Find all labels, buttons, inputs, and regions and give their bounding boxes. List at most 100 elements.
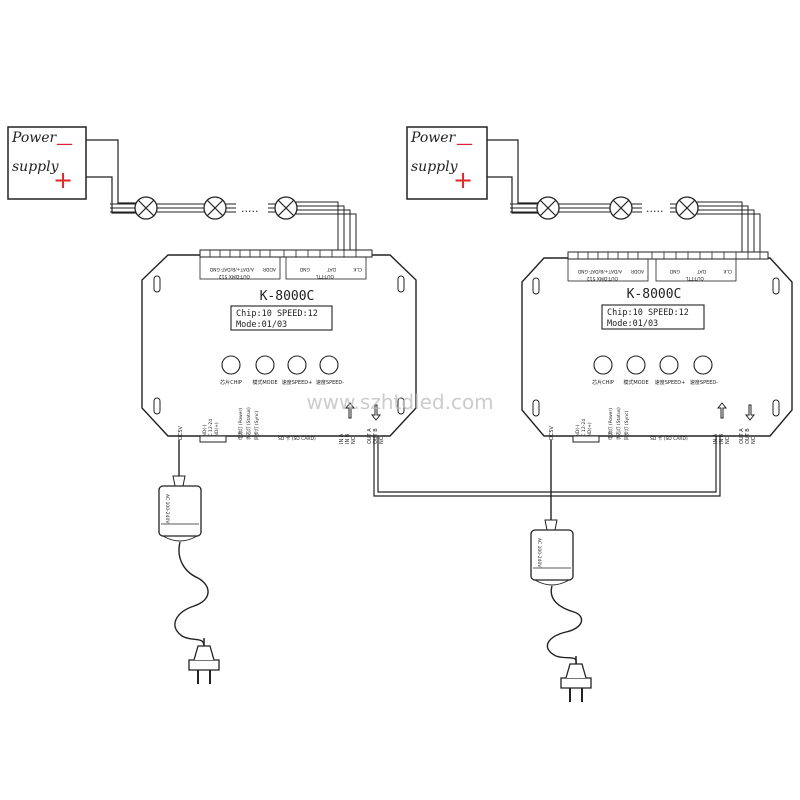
port-label-addr: ADDR [631, 268, 644, 274]
sync-in-nc: NC [725, 436, 731, 444]
led-pixel-icon [134, 196, 158, 220]
left-system: Power supply — + ..... [7, 126, 417, 685]
power-led-label: 电源灯 (Power) [607, 408, 614, 440]
lcd-line-1: Chip:10 SPEED:12 [236, 309, 318, 319]
port-label-gnd2: GND [669, 268, 680, 274]
speed-down-label: 速度SPEED- [690, 379, 718, 386]
led-pixel-icon [274, 196, 298, 220]
controller-left: ADDR A/DAT+/B/DAT- GND OUT-DMX 512 CLK D… [141, 249, 417, 444]
speed-up-label: 速度SPEED+ [655, 379, 686, 386]
led-pixel-icon [536, 196, 560, 220]
chip-button[interactable] [593, 355, 613, 375]
chip-button-label: 芯片CHIP [220, 379, 242, 386]
dc5v-label: DC5V [178, 425, 184, 440]
sync-out-nc: NC [379, 436, 385, 444]
port-label-dat2: DAT [697, 268, 706, 274]
adapter-label: AC 100-240V [536, 538, 542, 568]
pixel-ellipsis: ..... [646, 202, 663, 215]
power-adapter-left: AC 100-240V [158, 440, 220, 685]
port-label-gnd: GND [577, 268, 588, 274]
sync-out-b: OUT B [373, 428, 379, 444]
lcd-line-2: Mode:01/03 [607, 319, 658, 329]
power-supply-right: Power supply — + [406, 126, 488, 200]
watermark: www.szhtdled.com [306, 390, 493, 414]
arrow-up-icon [716, 402, 728, 419]
port-label-clk: CLK [722, 268, 732, 274]
plus-terminal: + [53, 166, 73, 194]
pin-gnd-minus: GND(-) [202, 424, 208, 440]
port-group-dmx: OUT-DMX 512 [219, 273, 250, 279]
sync-in-a: IN A [339, 433, 345, 444]
plug-icon [188, 637, 220, 685]
model-name: K-8000C [627, 287, 682, 302]
port-label-dat: A/DAT+/B/DAT- [588, 268, 622, 274]
sync-out-nc: NC [751, 436, 757, 444]
arrow-down-icon [370, 404, 382, 421]
model-name: K-8000C [260, 289, 315, 304]
plus-terminal: + [453, 166, 473, 194]
pin-gnd-plus: GND(+) [214, 422, 220, 440]
speed-up-label: 速度SPEED+ [282, 379, 313, 386]
sync-led-label: 同步灯 (Sync) [623, 410, 630, 440]
mode-button[interactable] [626, 355, 646, 375]
pixel-bus-left [110, 203, 276, 213]
pin-gnd-plus: GND(+) [587, 422, 593, 440]
pixel-ellipsis: ..... [241, 202, 258, 215]
speed-up-button[interactable] [287, 355, 307, 375]
power-supply-left: Power supply — + [7, 126, 87, 200]
lcd-display [230, 305, 333, 331]
power-supply-label-line1: Power [11, 130, 58, 146]
led-pixel-icon [675, 196, 699, 220]
sync-out-a: OUT A [739, 428, 745, 444]
port-group-ttl: OUT-TTL [315, 273, 334, 279]
sync-cable [373, 436, 721, 497]
sync-led-label: 同步灯 (Sync) [253, 410, 260, 440]
led-pixel-icon [203, 196, 227, 220]
port-label-addr: ADDR [263, 266, 276, 272]
port-label-gnd: GND [209, 266, 220, 272]
lcd-line-1: Chip:10 SPEED:12 [607, 308, 689, 318]
chip-button[interactable] [221, 355, 241, 375]
sync-out-b: OUT B [745, 428, 751, 444]
speed-down-label: 速度SPEED- [316, 379, 344, 386]
pin-gnd-minus: GND(-) [575, 424, 581, 440]
port-group-ttl: OUT-TTL [685, 275, 704, 281]
sync-out-a: OUT A [367, 428, 373, 444]
port-label-clk: CLK [352, 266, 362, 272]
lcd-display [601, 304, 705, 330]
dc5v-label: DC5V [549, 425, 555, 440]
power-supply-label-line2: supply [12, 159, 60, 175]
mode-button-label: 模式MODE [252, 379, 277, 386]
status-led-label: 状态灯 (Status) [615, 407, 622, 440]
supply-wires-right [487, 139, 538, 214]
plug-icon [560, 655, 592, 703]
sd-card-label: SD 卡 (SD CARD) [278, 435, 316, 442]
port-label-dat: A/DAT+/B/DAT- [220, 266, 254, 272]
port-label-gnd2: GND [299, 266, 310, 272]
minus-terminal: — [56, 134, 73, 154]
lcd-line-2: Mode:01/03 [236, 320, 287, 330]
sync-in-nc: NC [351, 436, 357, 444]
chip-button-label: 芯片CHIP [592, 379, 614, 386]
pixel-bus-right [510, 203, 677, 213]
pin-dc-1224: DC 12-24 [581, 419, 587, 440]
mode-button[interactable] [255, 355, 275, 375]
supply-wires-left [86, 139, 136, 214]
speed-up-button[interactable] [659, 355, 679, 375]
pixel-to-controller-wires-left [296, 201, 357, 252]
minus-terminal: — [456, 134, 473, 154]
pin-dc-1224: DC 12-24 [208, 419, 214, 440]
mode-button-label: 模式MODE [623, 379, 648, 386]
port-group-dmx: OUT-DMX 512 [587, 275, 618, 281]
speed-down-button[interactable] [693, 355, 713, 375]
pixel-to-controller-wires-right [697, 201, 761, 252]
speed-down-button[interactable] [319, 355, 339, 375]
led-pixel-icon [609, 196, 633, 220]
status-led-label: 状态灯 (Status) [245, 407, 252, 440]
power-led-label: 电源灯 (Power) [237, 408, 244, 440]
right-system: Power supply — + ..... [406, 126, 793, 703]
power-supply-label-line2: supply [411, 159, 459, 175]
arrow-down-icon [744, 404, 756, 421]
arrow-up-icon [344, 402, 356, 419]
